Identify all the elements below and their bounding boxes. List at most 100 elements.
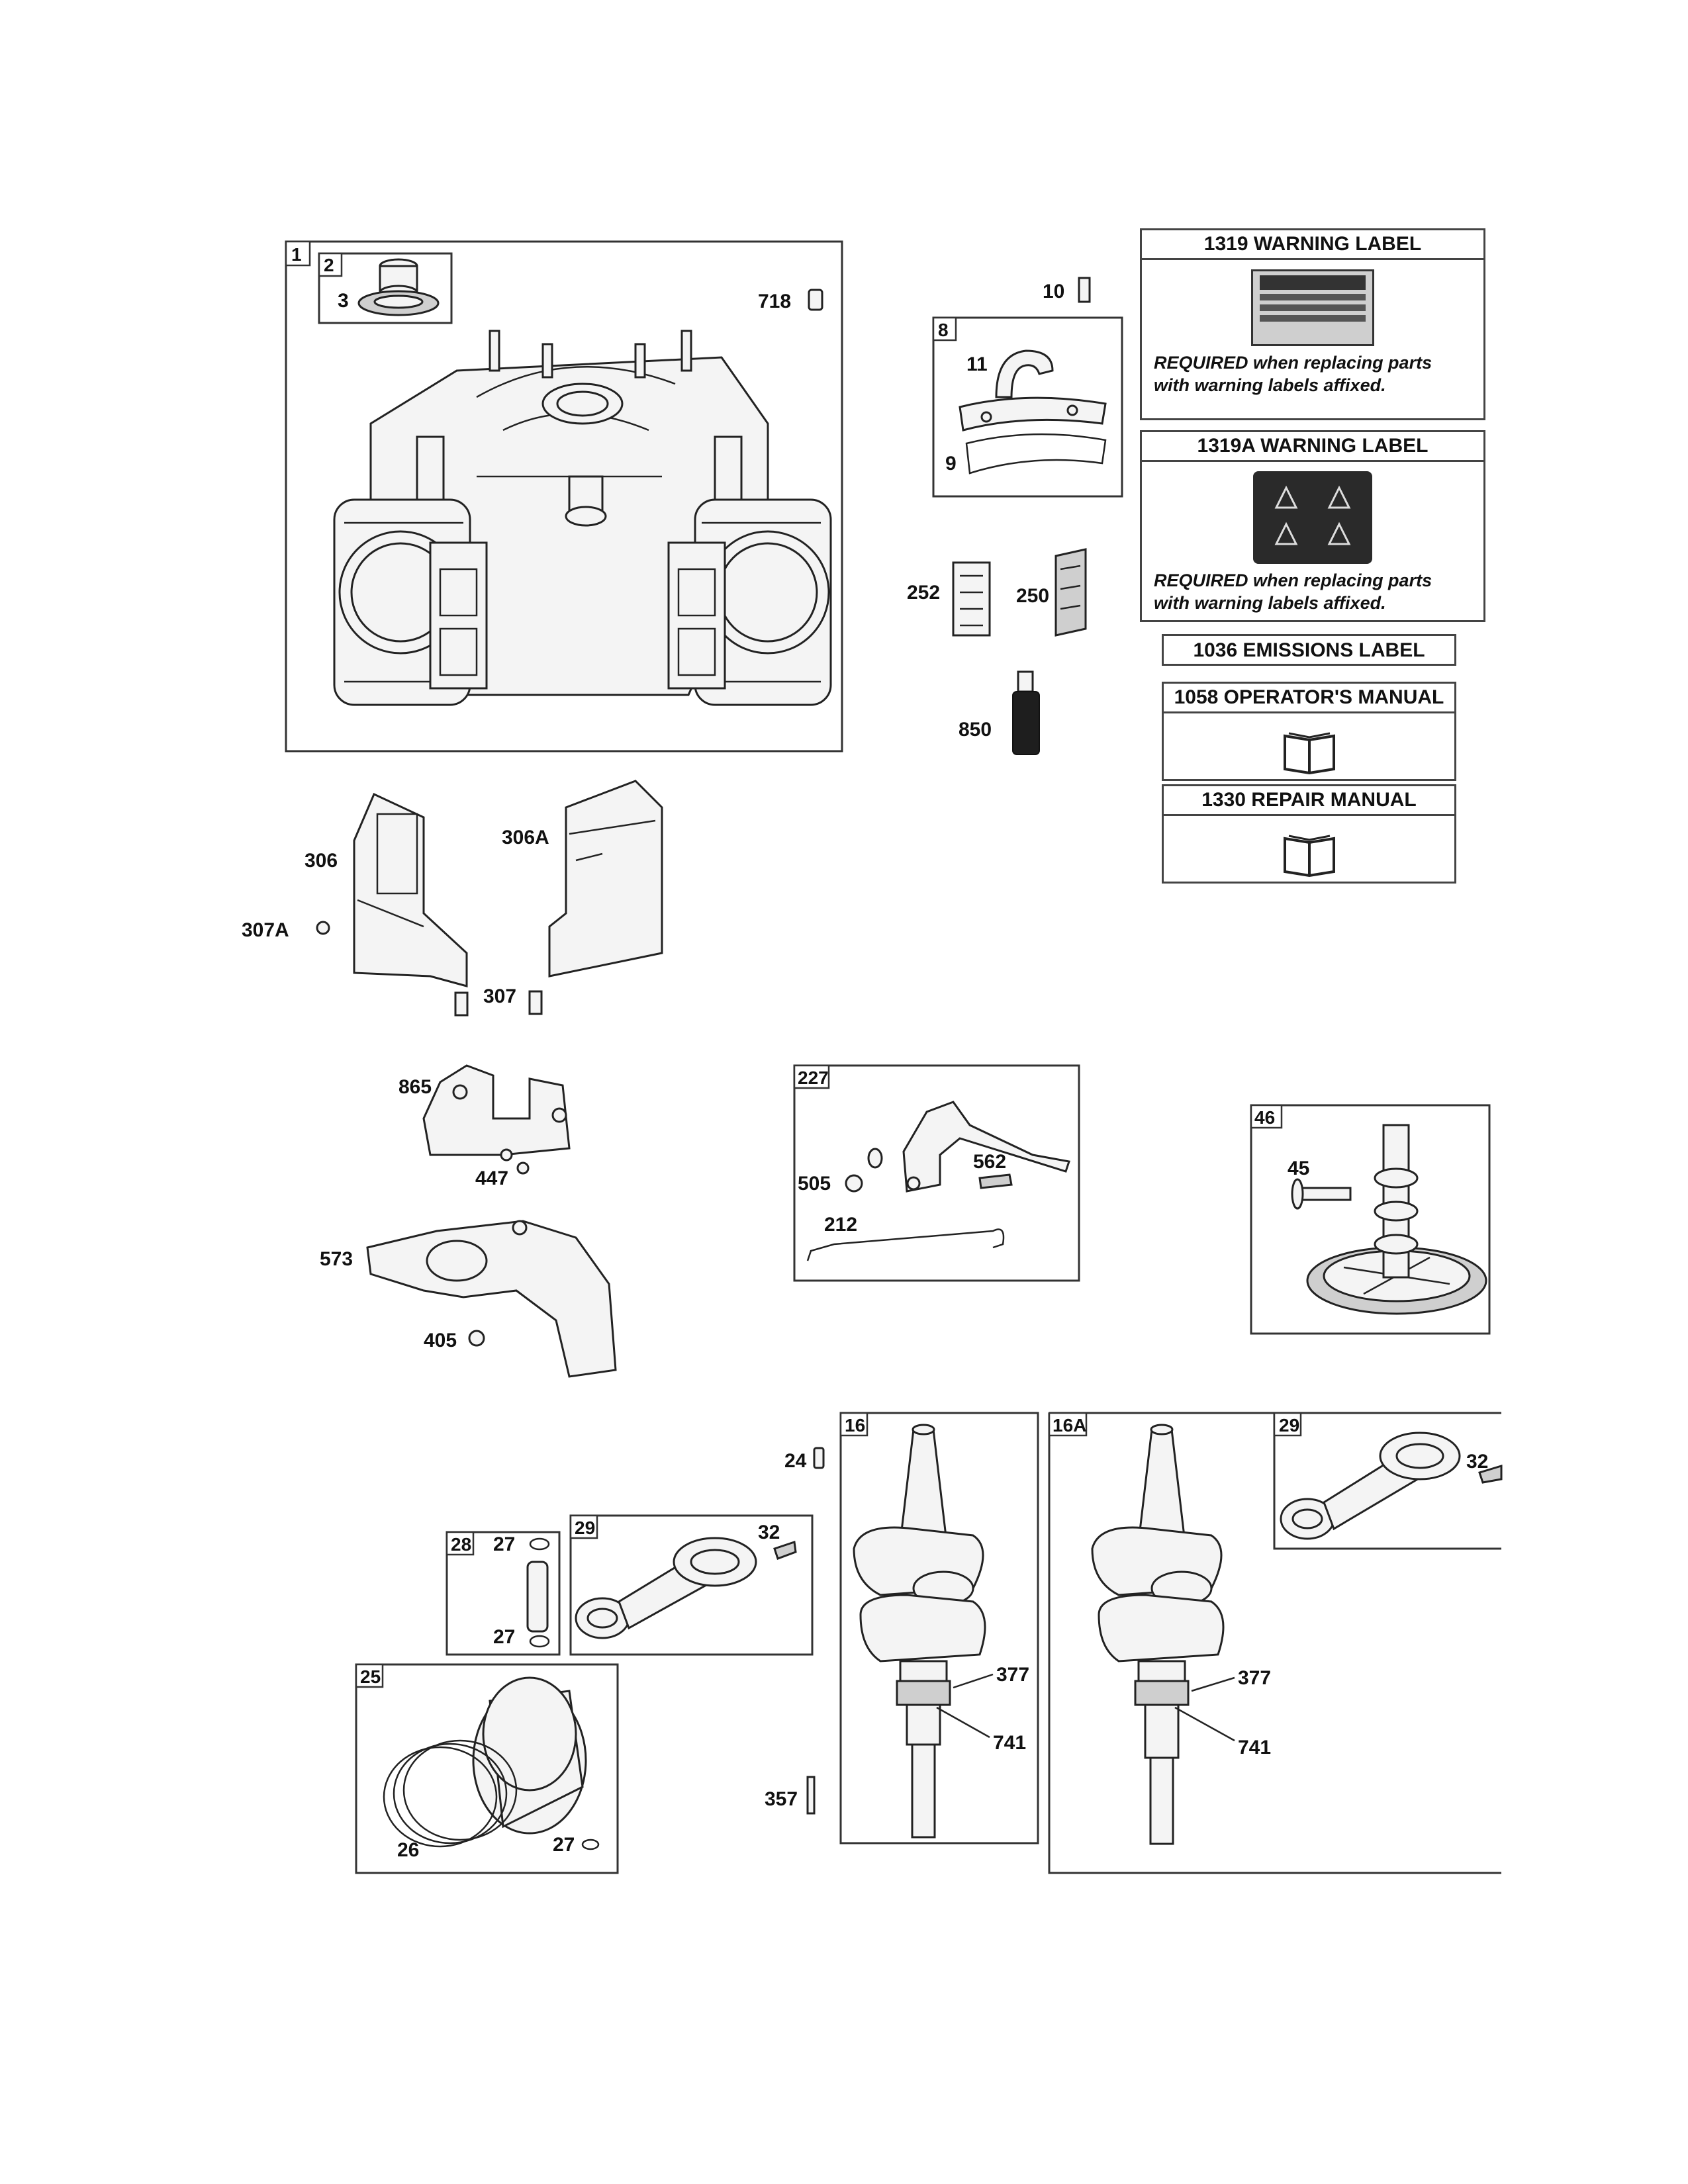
callout-306: 306 [305, 850, 338, 872]
operators-manual-panel: 1058 OPERATOR'S MANUAL [1162, 682, 1456, 781]
screw-32a-part [1478, 1464, 1503, 1484]
callout-16A: 16A [1053, 1415, 1086, 1435]
governor-link-212-part [806, 1228, 1005, 1261]
breather-tube-part [995, 349, 1054, 398]
callout-212: 212 [824, 1214, 857, 1236]
screw-405-part [468, 1330, 485, 1347]
callout-307A: 307A [242, 919, 289, 941]
air-guide-306-part [353, 792, 468, 987]
callout-850: 850 [959, 719, 992, 741]
connecting-rod-29b-frame [569, 1514, 814, 1656]
callout-16: 16 [845, 1415, 865, 1435]
warning-label-1319A-image [1253, 471, 1372, 564]
governor-lever-part [902, 1101, 1070, 1193]
camshaft-group: 46 45 [1250, 1104, 1491, 1335]
connecting-rod-29a-part [1280, 1432, 1461, 1540]
connecting-rod-29b-group: 29 32 [569, 1514, 814, 1656]
timing-gear-377b-part [1134, 1680, 1190, 1706]
governor-frame [793, 1064, 1080, 1282]
key-24-part [813, 1447, 825, 1469]
crankshaft-16A-part [1091, 1424, 1225, 1845]
callout-741b: 741 [1238, 1737, 1271, 1758]
piston-rings-part [383, 1739, 518, 1848]
piston-pin-frame [445, 1531, 561, 1656]
callout-27b: 27 [493, 1626, 515, 1648]
warning-label-1319A-title: 1319A WARNING LABEL [1142, 432, 1483, 462]
book-icon [1283, 732, 1335, 774]
spring-562-part [978, 1173, 1013, 1189]
piston-group: 25 26 27 [355, 1663, 619, 1874]
sealant-tube-part [1012, 691, 1040, 755]
callout-8: 8 [938, 320, 949, 340]
governor-group: 227 505 562 212 [793, 1064, 1080, 1282]
baffle-865-part [422, 1064, 571, 1156]
cylinder-block-group: 1 2 3 718 [285, 240, 843, 752]
book-icon [1283, 835, 1335, 877]
emissions-label-title: 1036 EMISSIONS LABEL [1193, 639, 1425, 661]
callout-27a: 27 [493, 1533, 515, 1555]
breather-group: 10 8 11 9 [932, 277, 1123, 498]
crankshaft-16A-group: 16A 377 741 29 32 [1048, 1412, 1503, 1874]
callout-718: 718 [758, 291, 791, 312]
screw-447b-part [516, 1161, 530, 1175]
callout-26: 26 [397, 1839, 419, 1861]
callout-377a: 377 [996, 1664, 1029, 1686]
bearing-seal-frame [318, 252, 453, 324]
callout-562: 562 [973, 1151, 1006, 1173]
backplate-group: 573 405 [320, 1220, 617, 1378]
screw-307A-part [316, 921, 330, 935]
piston-pin-part [526, 1561, 549, 1633]
callout-32a: 32 [1466, 1451, 1488, 1473]
warning-label-1319A-panel: 1319A WARNING LABEL REQUIRED when replac… [1140, 430, 1485, 622]
sealant-cap-part [1017, 670, 1034, 693]
callout-250: 250 [1016, 585, 1049, 607]
gasket-set-part [1055, 548, 1087, 637]
callout-306A: 306A [502, 827, 549, 848]
backplate-573-part [366, 1220, 617, 1378]
screw-32b-part [773, 1541, 797, 1560]
crankshaft-16-part [853, 1424, 986, 1839]
callout-3: 3 [338, 290, 349, 312]
callout-11: 11 [966, 353, 988, 375]
callout-405: 405 [424, 1330, 457, 1351]
connecting-rod-29a-frame [1273, 1412, 1501, 1550]
retainer-27b-part [529, 1635, 550, 1648]
connecting-rod-29b-part [575, 1537, 757, 1639]
dowel-pin-part [808, 289, 823, 311]
piston-frame [355, 1663, 619, 1874]
callout-27c: 27 [553, 1834, 575, 1856]
kits-group: 252 250 850 [907, 548, 1087, 755]
tappet-45-part [1296, 1187, 1352, 1201]
camshaft-frame [1250, 1104, 1491, 1335]
callout-24: 24 [784, 1450, 807, 1472]
warning-label-1319A-note: REQUIRED when replacing parts with warni… [1154, 570, 1432, 613]
callout-505: 505 [798, 1173, 831, 1195]
key-357-part [806, 1776, 816, 1815]
cylinder-block-part [333, 330, 832, 706]
baffle-group: 865 447 [399, 1064, 571, 1189]
retainer-27c-part [581, 1839, 600, 1850]
callout-29a: 29 [1279, 1415, 1299, 1435]
warning-label-1319-note: REQUIRED when replacing parts with warni… [1154, 353, 1432, 395]
timing-gear-377a-part [896, 1680, 951, 1706]
retainer-27a-part [529, 1537, 550, 1551]
callout-29b: 29 [575, 1518, 595, 1538]
callout-1: 1 [291, 244, 302, 265]
piston-part [472, 1676, 587, 1835]
emissions-label-panel: 1036 EMISSIONS LABEL [1162, 634, 1456, 666]
warning-label-1319-image [1251, 269, 1374, 346]
screw-307-left-part [454, 991, 469, 1017]
nut-505-part [845, 1174, 863, 1193]
callout-10: 10 [1043, 281, 1064, 302]
tape-roll-part [952, 561, 991, 637]
callout-357: 357 [765, 1788, 798, 1810]
callout-741a: 741 [993, 1732, 1026, 1754]
callout-2: 2 [324, 255, 334, 275]
repair-manual-panel: 1330 REPAIR MANUAL [1162, 784, 1456, 884]
callout-45: 45 [1288, 1158, 1309, 1179]
callout-377b: 377 [1238, 1667, 1271, 1689]
crankshaft-16-group: 24 16 377 741 357 [765, 1412, 1039, 1844]
repair-manual-title: 1330 REPAIR MANUAL [1164, 786, 1454, 816]
callout-447: 447 [475, 1167, 508, 1189]
